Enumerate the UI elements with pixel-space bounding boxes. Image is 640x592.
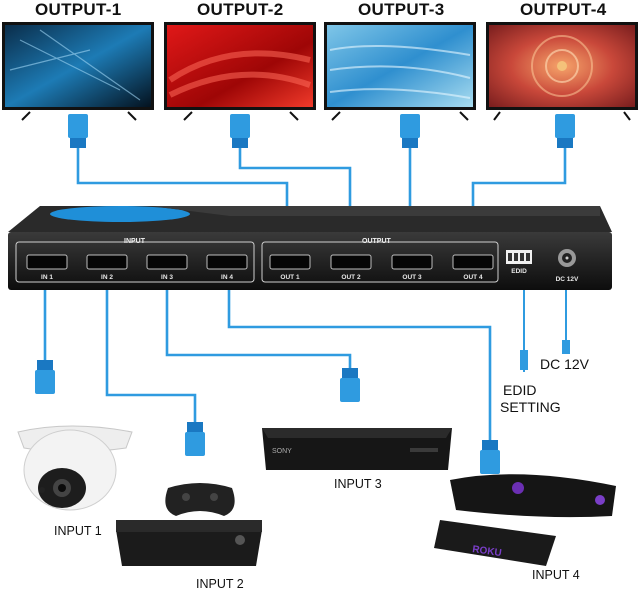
hdmi-plug-icon: [480, 440, 500, 474]
switch-input-group-label: INPUT: [124, 238, 145, 245]
port-label-out-3: OUT 3: [402, 274, 422, 281]
hdmi-port-out-3: [391, 254, 433, 270]
sony-brand-text: SONY: [272, 448, 292, 455]
port-label-in-2: IN 2: [101, 274, 113, 281]
input-1-label: INPUT 1: [54, 524, 102, 538]
roku-stick-icon: ROKU: [434, 474, 616, 566]
input-2-label: INPUT 2: [196, 577, 244, 591]
hdmi-port-out-2: [330, 254, 372, 270]
hdmi-plug-icon: [68, 114, 88, 148]
hdmi-port-in-1: [26, 254, 68, 270]
port-label-in-1: IN 1: [41, 274, 53, 281]
output-2-label: OUTPUT-2: [197, 0, 284, 19]
hdmi-plug-icon: [340, 368, 360, 402]
hdmi-port-in-4: [206, 254, 248, 270]
hdmi-plug-icon: [35, 360, 55, 394]
port-label-in-4: IN 4: [221, 274, 233, 281]
port-label-out-2: OUT 2: [341, 274, 361, 281]
hdmi-plug-icon: [555, 114, 575, 148]
hdmi-port-in-2: [86, 254, 128, 270]
hdmi-matrix-switch: [8, 206, 612, 290]
hdmi-plug-icon: [185, 422, 205, 456]
security-camera-icon: [17, 425, 133, 511]
tv-output-4: [486, 22, 638, 121]
dc-12v-label: DC 12V: [540, 356, 590, 372]
output-4-label: OUTPUT-4: [520, 0, 607, 19]
dc-cable-end: [562, 340, 570, 354]
hdmi-port-out-4: [452, 254, 494, 270]
xbox-console-icon: [116, 483, 262, 566]
hdmi-plug-icon: [230, 114, 250, 148]
edid-port-label: EDID: [511, 268, 527, 275]
bluray-player-icon: SONY: [262, 428, 452, 470]
switch-output-group-label: OUTPUT: [362, 238, 391, 245]
tv-output-3: [324, 22, 476, 121]
edid-label-line1: EDID: [503, 382, 537, 398]
output-3-label: OUTPUT-3: [358, 0, 445, 19]
input-4-label: INPUT 4: [532, 568, 580, 582]
input-3-label: INPUT 3: [334, 477, 382, 491]
input-cables: [43, 290, 567, 442]
dc-power-jack: [558, 249, 576, 267]
hdmi-plug-icon: [400, 114, 420, 148]
edid-label-line2: SETTING: [500, 399, 561, 415]
edid-dip-switch: [506, 250, 532, 264]
output-1-label: OUTPUT-1: [35, 0, 122, 19]
port-label-out-4: OUT 4: [463, 274, 483, 281]
tv-output-2: [164, 22, 316, 121]
port-label-out-1: OUT 1: [280, 274, 300, 281]
tv-screen-output-1: [5, 25, 151, 107]
edid-cable-end: [520, 350, 528, 370]
tv-output-1: [2, 22, 154, 121]
hdmi-port-out-1: [269, 254, 311, 270]
roku-brand-text: ROKU: [472, 544, 503, 559]
output-plugs: [68, 114, 575, 148]
dc-port-label: DC 12V: [555, 276, 579, 283]
port-label-in-3: IN 3: [161, 274, 173, 281]
input-plugs: [35, 340, 570, 474]
hdmi-port-in-3: [146, 254, 188, 270]
